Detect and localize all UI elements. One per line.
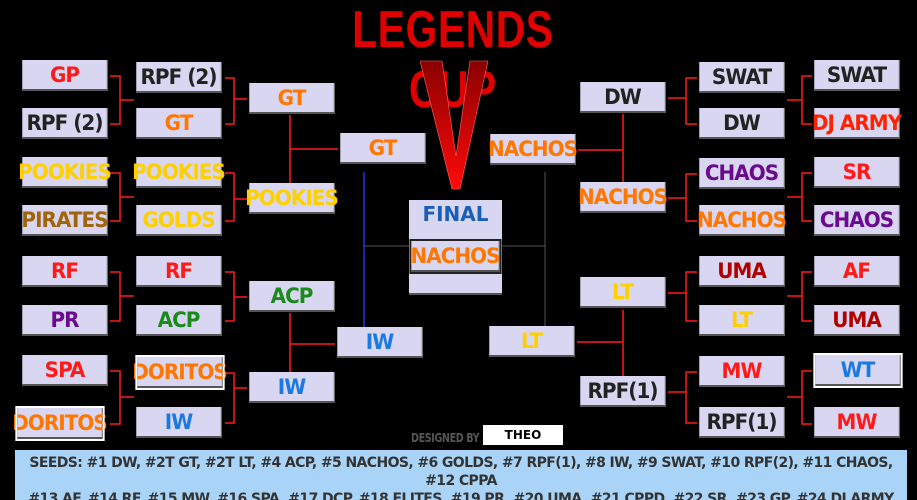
designer-logo: THEO <box>483 425 563 445</box>
team-slot[interactable]: GP <box>22 60 108 91</box>
team-slot[interactable]: POOKIES <box>18 157 112 188</box>
final-panel: FINAL NACHOS <box>409 200 502 295</box>
semifinal-slot[interactable]: IW <box>337 327 423 358</box>
team-slot[interactable]: NACHOS <box>697 205 787 236</box>
team-slot[interactable]: RPF (2) <box>22 108 108 139</box>
team-slot[interactable]: IW <box>249 372 335 403</box>
team-slot[interactable]: GOLDS <box>136 205 222 236</box>
bracket-connectors <box>110 75 812 425</box>
team-slot[interactable]: GT <box>136 108 222 139</box>
team-slot[interactable]: NACHOS <box>578 182 668 213</box>
team-slot[interactable]: POOKIES <box>245 183 339 214</box>
team-slot[interactable]: SWAT <box>814 60 900 91</box>
team-slot[interactable]: LT <box>699 305 785 336</box>
designer-logo-text: THEO <box>504 428 542 442</box>
team-slot[interactable]: DORITOS <box>132 355 228 390</box>
team-slot[interactable]: MW <box>814 407 900 438</box>
team-slot[interactable]: SR <box>814 157 900 188</box>
team-slot[interactable]: PR <box>22 305 108 336</box>
semifinal-slot[interactable]: NACHOS <box>488 134 578 165</box>
team-slot[interactable]: ACP <box>136 305 222 336</box>
team-slot[interactable]: POOKIES <box>132 157 226 188</box>
semifinal-slot[interactable]: GT <box>340 133 426 164</box>
designed-by-label: DESIGNED BY <box>410 431 480 445</box>
final-label: FINAL <box>422 202 489 226</box>
seeds-panel: SEEDS: #1 DW, #2T GT, #2T LT, #4 ACP, #5… <box>15 450 907 500</box>
team-slot[interactable]: RPF(1) <box>580 376 666 407</box>
team-slot[interactable]: RF <box>136 256 222 287</box>
roman-numeral-v-logo <box>420 60 489 190</box>
champion-slot[interactable]: NACHOS <box>409 239 502 274</box>
team-slot[interactable]: AF <box>814 256 900 287</box>
team-slot[interactable]: UMA <box>699 256 785 287</box>
seeds-line-2: #13 AF, #14 RF, #15 MW, #16 SPA, #17 DCP… <box>28 491 894 500</box>
team-slot[interactable]: CHAOS <box>814 205 900 236</box>
team-slot[interactable]: MW <box>699 356 785 387</box>
team-slot[interactable]: GT <box>249 83 335 114</box>
team-slot[interactable]: DORITOS <box>12 406 108 441</box>
seeds-line-1: SEEDS: #1 DW, #2T GT, #2T LT, #4 ACP, #5… <box>29 455 893 489</box>
team-slot[interactable]: UMA <box>814 305 900 336</box>
team-slot[interactable]: DW <box>699 108 785 139</box>
team-slot[interactable]: DJ ARMY <box>812 108 902 139</box>
team-slot[interactable]: RF <box>22 256 108 287</box>
team-slot[interactable]: LT <box>580 277 666 308</box>
team-slot[interactable]: CHAOS <box>699 158 785 189</box>
team-slot[interactable]: SPA <box>22 355 108 386</box>
team-slot[interactable]: PIRATES <box>21 205 109 236</box>
team-slot[interactable]: IW <box>136 407 222 438</box>
team-slot[interactable]: WT <box>813 353 903 388</box>
semifinal-slot[interactable]: LT <box>489 326 575 357</box>
team-slot[interactable]: RPF(1) <box>699 407 785 438</box>
team-slot[interactable]: RPF (2) <box>136 62 222 93</box>
team-slot[interactable]: SWAT <box>699 62 785 93</box>
team-slot[interactable]: ACP <box>249 281 335 312</box>
team-slot[interactable]: DW <box>580 82 666 113</box>
